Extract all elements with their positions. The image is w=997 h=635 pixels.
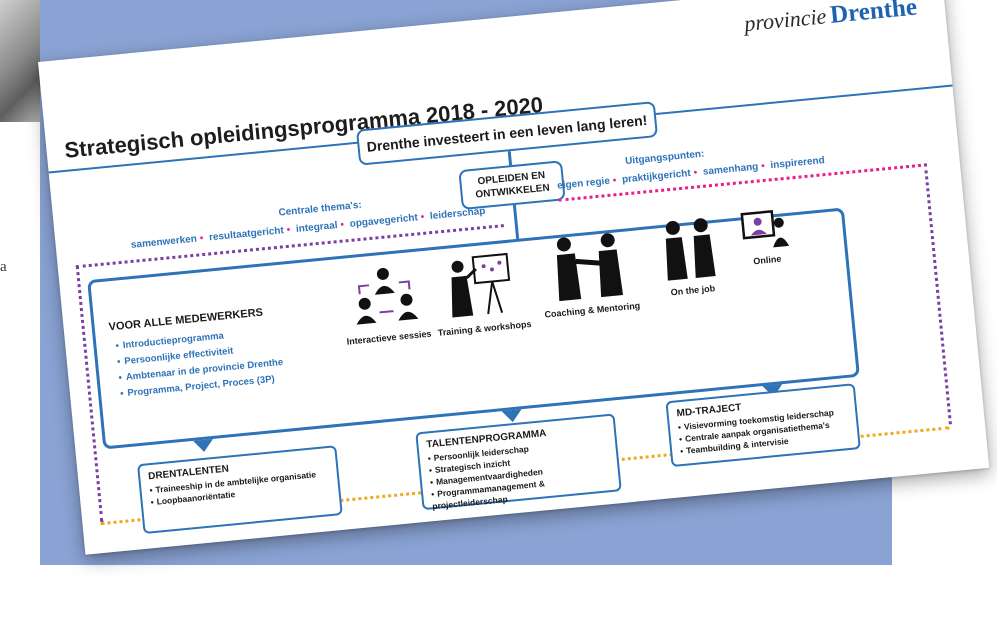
- people-exchange-icon: [356, 267, 419, 325]
- talentenprogramma-box: TALENTENPROGRAMMA Persoonlijk leiderscha…: [415, 413, 622, 511]
- themes-label: Centrale thema's:: [278, 199, 363, 219]
- activity-online: Online: [728, 205, 803, 268]
- activity-coaching: Coaching & Mentoring: [535, 230, 642, 320]
- dotted-border: [923, 163, 952, 425]
- province-logo: provincieDrenthe: [743, 0, 918, 38]
- principle-item: inspirerend: [769, 155, 826, 172]
- logo-name: Drenthe: [828, 0, 919, 29]
- logo-prefix: provincie: [743, 3, 828, 37]
- principle-item: eigen regie: [556, 175, 611, 192]
- program-slide: provincieDrenthe Strategisch opleidingsp…: [38, 0, 990, 555]
- theme-item: integraal: [295, 220, 339, 236]
- theme-item: resultaatgericht: [208, 225, 285, 244]
- theme-item: leiderschap: [429, 205, 486, 223]
- md-traject-box: MD-TRAJECT Visievorming toekomstig leide…: [665, 383, 861, 468]
- background-photo: [0, 0, 45, 122]
- principle-item: praktijkgericht: [621, 167, 692, 186]
- connector-line: [512, 204, 519, 239]
- activity-training: Training & workshops: [431, 249, 532, 338]
- drentalenten-box: DRENTALENTEN Traineeship in de ambtelijk…: [137, 445, 343, 535]
- activity-on-the-job: On the job: [646, 215, 733, 299]
- connector-line: [507, 151, 512, 166]
- page-text-fragment: a: [0, 259, 7, 275]
- presenter-board-icon: [451, 252, 511, 318]
- activity-interactive: Interactieve sessies: [337, 262, 434, 347]
- handshake-icon: [556, 233, 624, 302]
- theme-item: opgavegericht: [349, 212, 419, 230]
- core-box: OPLEIDEN EN ONTWIKKELEN: [458, 160, 566, 211]
- monitor-person-icon: [740, 210, 790, 248]
- principle-item: samenhang: [702, 161, 759, 178]
- pointer-triangle: [501, 409, 523, 424]
- theme-item: samenwerken: [130, 233, 198, 251]
- pointer-triangle: [193, 438, 215, 453]
- principles-label: Uitgangspunten:: [624, 148, 705, 168]
- two-workers-icon: [665, 218, 716, 281]
